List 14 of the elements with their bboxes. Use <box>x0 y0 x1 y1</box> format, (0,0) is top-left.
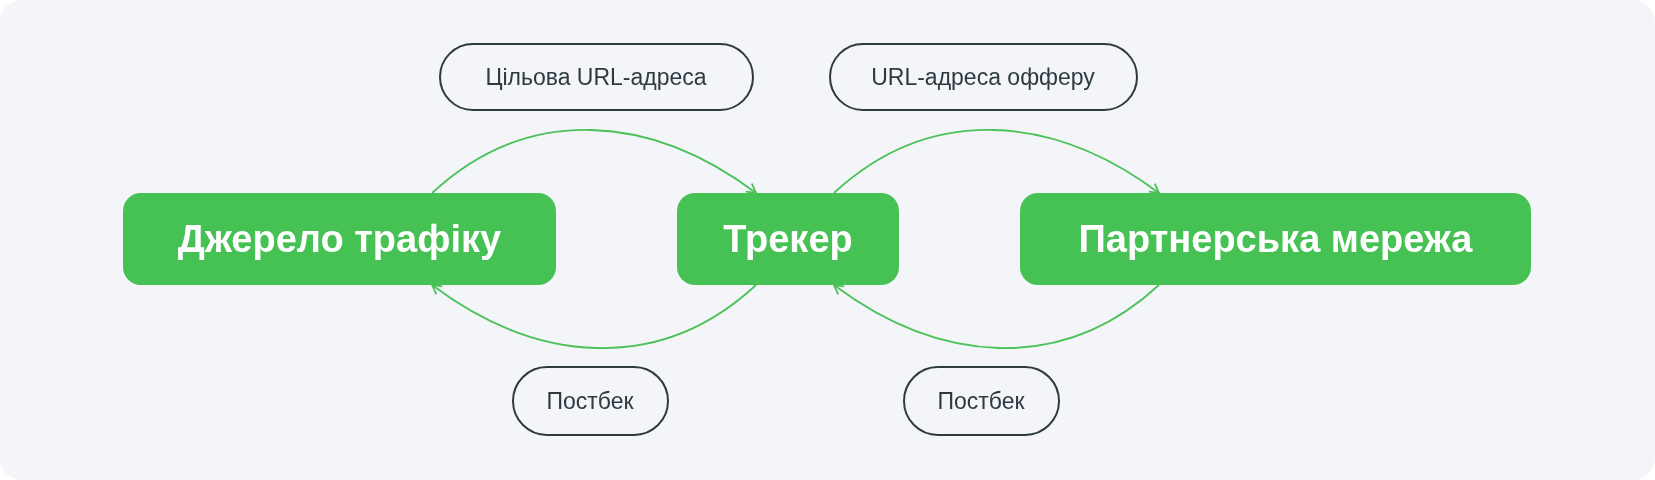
edge-label: Цільова URL-адреса <box>438 43 754 111</box>
process-box <box>1020 193 1531 285</box>
edge-label: URL-адреса офферу <box>828 43 1138 111</box>
curved-arrow <box>431 129 757 194</box>
curved-arrow <box>833 284 1160 349</box>
process-box <box>677 193 899 285</box>
edge-label: Постбек <box>511 366 669 436</box>
edge-label: Постбек <box>902 366 1060 436</box>
process-box <box>123 193 556 285</box>
curved-arrow <box>833 129 1160 194</box>
node-label: Партнерська мережа <box>1078 217 1473 261</box>
node-label: Трекер <box>723 217 853 261</box>
curved-arrow <box>431 284 757 349</box>
node-label: Джерело трафіку <box>177 217 502 261</box>
